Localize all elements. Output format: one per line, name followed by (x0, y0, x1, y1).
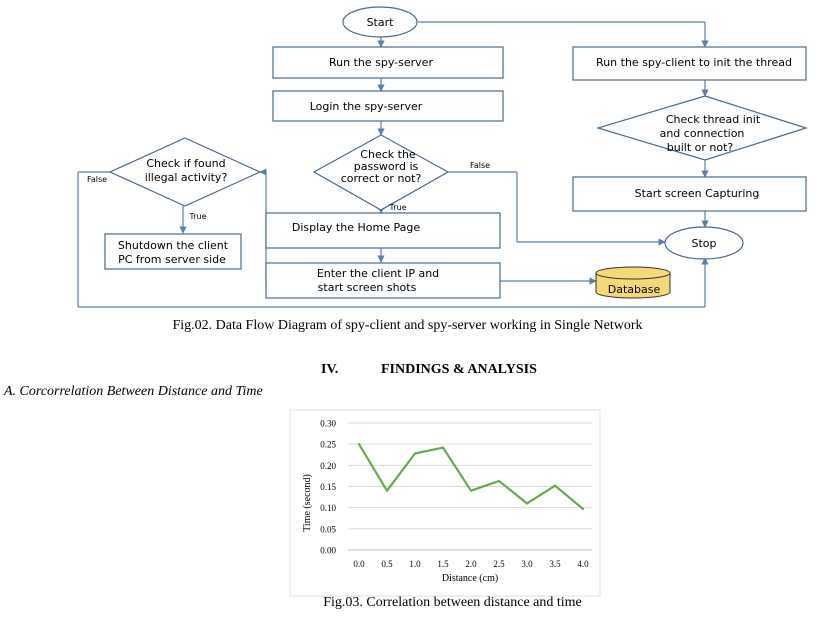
section-heading: IV. FINDINGS & ANALYSIS (321, 362, 537, 378)
start-capture-label: Start screen Capturing (635, 187, 760, 200)
data-point (357, 442, 361, 446)
check-thread-line-1: Check thread init (666, 113, 761, 126)
data-point (385, 489, 389, 492)
distance-time-chart: 0.00 0.05 0.10 0.15 0.20 0.25 0.30 0.0 0.5 1.0 1.… (289, 409, 601, 597)
data-point (413, 452, 417, 455)
x-tick-label: 1.0 (409, 559, 421, 569)
check-thread-decision (595, 95, 808, 161)
x-tick-label: 2.0 (465, 559, 477, 569)
x-tick-label: 3.0 (521, 559, 533, 569)
fig2-caption: Fig.02. Data Flow Diagram of spy-client … (172, 318, 643, 333)
x-tick-label: 1.5 (437, 559, 449, 569)
section-number: IV. (321, 362, 339, 377)
shutdown-line-1: Shutdown the client (118, 239, 229, 252)
data-point (469, 489, 473, 492)
x-axis-ticks: 0.0 0.5 1.0 1.5 2.0 2.5 3.0 3.5 4.0 (353, 559, 589, 569)
check-password-line-2: password is (354, 160, 419, 173)
x-tick-label: 4.0 (577, 559, 589, 569)
run-server-box (272, 46, 504, 79)
check-password-line-1: Check the (360, 148, 416, 161)
check-password-line-3: correct or not? (341, 172, 422, 185)
shutdown-line-2: PC from server side (118, 253, 226, 266)
check-illegal-line-2: illegal activity? (145, 171, 228, 184)
check-illegal-line-1: Check if found (146, 157, 225, 170)
series-points (357, 442, 585, 511)
database-cylinder (595, 266, 671, 299)
label-true-illegal: True (189, 212, 207, 221)
check-thread-line-3: built or not? (667, 141, 734, 154)
enter-ip-line-1: Enter the client IP and (317, 267, 439, 280)
data-point (497, 479, 501, 483)
check-password-decision (312, 134, 450, 211)
stop-label: Stop (691, 237, 716, 250)
enter-ip-line-2: start screen shots (318, 281, 417, 294)
y-tick-label: 0.05 (320, 524, 336, 534)
shutdown-box (104, 233, 242, 270)
y-tick-label: 0.00 (320, 546, 336, 556)
run-server-label: Run the spy-server (329, 56, 433, 69)
fig3-caption: Fig.03. Correlation between distance and… (323, 595, 582, 610)
section-title: FINDINGS & ANALYSIS (381, 362, 537, 377)
label-false-illegal: False (87, 175, 107, 184)
y-tick-label: 0.20 (320, 461, 336, 471)
run-client-label: Run the spy-client to init the thread (596, 56, 792, 69)
check-illegal-decision (108, 137, 262, 207)
x-tick-label: 3.5 (549, 559, 561, 569)
stop-terminal (664, 226, 744, 260)
display-home-box (265, 212, 501, 249)
data-point (553, 484, 557, 487)
database-label: Database (608, 283, 661, 296)
data-flow-diagram: Start Run the spy-server Login the spy-s… (77, 6, 808, 308)
x-tick-label: 0.0 (353, 559, 365, 569)
x-tick-label: 2.5 (493, 559, 505, 569)
start-terminal (342, 6, 418, 38)
y-tick-label: 0.25 (320, 440, 336, 450)
enter-ip-box (265, 262, 501, 299)
data-point (581, 507, 585, 511)
chart-grid (348, 422, 592, 551)
y-axis-ticks: 0.00 0.05 0.10 0.15 0.20 0.25 0.30 (320, 419, 336, 556)
start-label: Start (367, 16, 395, 29)
check-thread-line-2: and connection (660, 127, 745, 140)
x-axis-label: Distance (cm) (442, 573, 498, 584)
x-tick-label: 0.5 (381, 559, 393, 569)
subsection-heading: A. Corcorrelation Between Distance and T… (4, 384, 263, 399)
run-client-box (572, 46, 807, 81)
start-capture-box (572, 176, 807, 212)
data-point (525, 502, 529, 505)
login-server-label: Login the spy-server (310, 100, 423, 113)
chart-frame (289, 409, 601, 597)
y-tick-label: 0.10 (320, 503, 336, 513)
label-true-password: True (389, 203, 407, 212)
data-point (441, 446, 445, 449)
y-tick-label: 0.30 (320, 419, 336, 429)
display-home-label: Display the Home Page (292, 221, 420, 234)
y-tick-label: 0.15 (320, 482, 336, 492)
login-server-box (272, 90, 504, 122)
label-false-password: False (470, 161, 490, 170)
y-axis-label: Time (second) (302, 474, 313, 532)
